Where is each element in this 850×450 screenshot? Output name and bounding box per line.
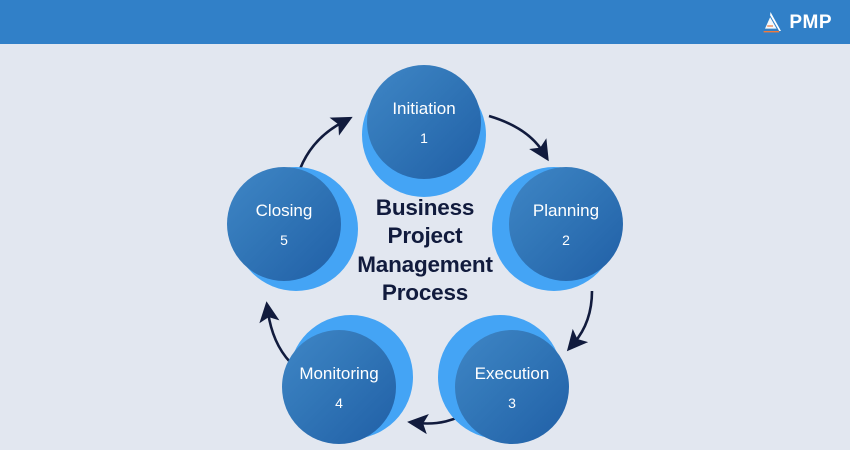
center-title-line-4: Process <box>381 280 469 306</box>
center-title-line-1: Business <box>375 195 475 220</box>
stage-node-execution[interactable]: Execution 3 <box>438 315 574 449</box>
stage-disc-execution: Execution 3 <box>455 330 569 444</box>
stage-disc-closing: Closing 5 <box>227 167 341 281</box>
stage-number-initiation: 1 <box>420 129 428 146</box>
stage-number-execution: 3 <box>508 394 516 411</box>
pyramid-logo-icon <box>759 11 783 33</box>
brand-logo-text: PMP <box>789 11 832 33</box>
center-title-line-2: Project <box>387 223 463 249</box>
stage-disc-planning: Planning 2 <box>509 167 623 281</box>
stage-label-planning: Planning <box>532 200 600 220</box>
stage-number-closing: 5 <box>280 231 288 248</box>
stage-node-closing[interactable]: Closing 5 <box>222 162 358 291</box>
stage-label-execution: Execution <box>474 363 550 383</box>
connector-closing-to-initiation <box>298 116 353 170</box>
stage-number-monitoring: 4 <box>335 394 343 411</box>
connector-planning-to-execution <box>566 290 594 352</box>
stage-node-monitoring[interactable]: Monitoring 4 <box>277 315 413 449</box>
stage-label-closing: Closing <box>255 200 313 220</box>
brand-logo[interactable]: PMP <box>759 9 832 35</box>
stage-number-planning: 2 <box>562 231 570 248</box>
connector-monitoring-to-closing <box>259 301 291 363</box>
connector-initiation-to-planning <box>488 114 549 162</box>
stage-disc-monitoring: Monitoring 4 <box>282 330 396 444</box>
stage-node-initiation[interactable]: Initiation 1 <box>362 60 486 197</box>
diagram-center-title: Business Project Management Process <box>335 194 515 307</box>
stage-disc-initiation: Initiation 1 <box>367 65 481 179</box>
stage-label-monitoring: Monitoring <box>299 363 379 383</box>
stage-label-initiation: Initiation <box>392 98 456 118</box>
center-title-line-3: Management <box>357 251 493 277</box>
header-bar: PMP <box>0 0 850 44</box>
stage-node-planning[interactable]: Planning 2 <box>492 162 628 291</box>
process-cycle-diagram: Business Project Management Process Init… <box>0 44 850 450</box>
